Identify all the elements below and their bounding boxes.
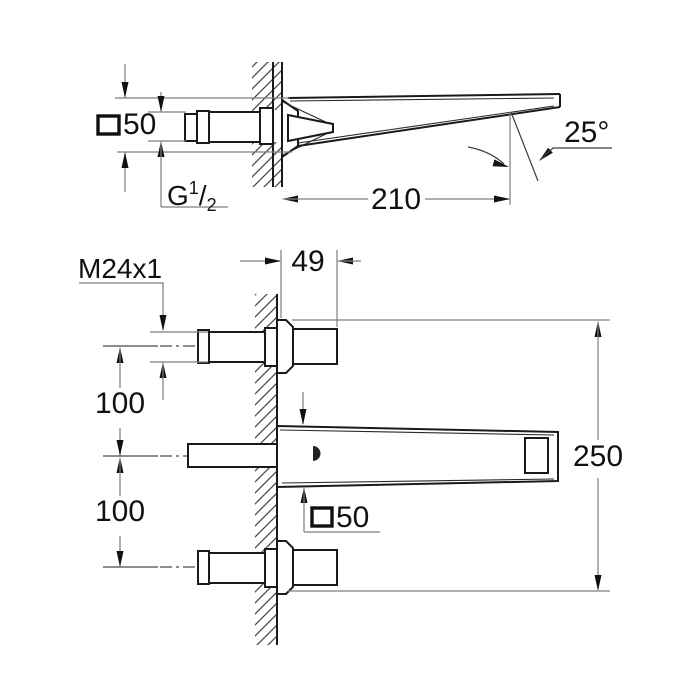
- dim-thread-g12: G1/2: [148, 92, 228, 215]
- spout-body: [276, 424, 559, 489]
- dim-label-50: 50: [123, 108, 156, 141]
- valve-wall-block: [264, 327, 278, 367]
- dim-square-50-front: 50: [299, 392, 380, 534]
- spout-top-edge: [287, 93, 561, 99]
- dim-label-210: 210: [371, 183, 421, 216]
- shank-wall-block: [259, 107, 274, 145]
- arrowhead-down: [121, 82, 129, 98]
- dim-spacing-100-100: 100 100: [95, 347, 158, 568]
- thread-label-m24: M24x1: [78, 253, 162, 284]
- dim-label-100-lower: 100: [95, 495, 145, 528]
- spout-bottom-edge: [297, 106, 561, 147]
- dim-label-100-upper: 100: [95, 387, 145, 420]
- square-symbol: [96, 114, 121, 136]
- dim-label-25deg: 25°: [564, 116, 609, 149]
- square-symbol: [310, 506, 334, 528]
- arrowhead-down: [594, 575, 602, 591]
- angle-reference-line: [510, 111, 539, 182]
- arrowhead-down: [299, 409, 307, 425]
- top-view: 50 G1/2 210 25°: [96, 62, 612, 216]
- arrowhead-down: [116, 440, 124, 456]
- aerator-cone: [287, 113, 334, 143]
- arrowhead-right: [265, 257, 281, 265]
- angle-arc: [467, 146, 505, 165]
- shank-collar: [196, 110, 210, 144]
- spout-bottom-inner-edge: [281, 478, 555, 484]
- valve-end-cap: [197, 550, 210, 585]
- shank-body: [208, 111, 261, 143]
- dim-label-250: 250: [573, 440, 623, 473]
- spout-shank: [184, 107, 283, 145]
- lower-valve: [160, 540, 338, 595]
- valve-wall-block: [264, 548, 278, 588]
- arrowhead-down: [159, 315, 167, 331]
- dim-handle-depth-49: 49: [240, 245, 361, 327]
- escutcheon: [276, 540, 294, 595]
- spout-top-inner-edge: [289, 97, 555, 102]
- dim-angle-25: 25°: [467, 111, 612, 182]
- spout-detail-notch: [313, 446, 321, 461]
- spout-inlet-pipe: [187, 443, 278, 468]
- dim-thread-m24: M24x1: [78, 253, 208, 400]
- dim-overall-height-250: 250: [288, 319, 623, 592]
- wall-pass-through: [272, 110, 283, 142]
- spout-top-inner-edge: [279, 429, 555, 436]
- arc-arrowhead: [492, 159, 509, 167]
- arrowhead-up: [121, 152, 129, 168]
- handle: [292, 549, 338, 586]
- spout-side-profile: [281, 93, 561, 159]
- leader-line: [540, 147, 612, 160]
- escutcheon: [276, 319, 294, 374]
- thread-label-g12: G1/2: [167, 178, 217, 215]
- dim-label-50: 50: [336, 501, 369, 534]
- spout-outlet: [524, 437, 549, 474]
- front-view: M24x1 49 100: [78, 245, 623, 645]
- arrowhead-down: [157, 96, 165, 112]
- valve-body: [208, 331, 266, 363]
- valve-end-cap: [197, 329, 210, 364]
- upper-valve: [103, 319, 338, 374]
- dim-square-50-top: 50: [96, 64, 292, 192]
- dim-label-49: 49: [291, 245, 324, 278]
- spout-elevation: [160, 424, 559, 489]
- dim-projection-210: 210: [282, 112, 511, 216]
- shank-end-cap: [184, 113, 198, 142]
- arrowhead-right: [494, 195, 510, 203]
- handle: [292, 328, 338, 365]
- cone-edge-lower: [282, 130, 333, 156]
- arrowhead-down: [116, 551, 124, 567]
- valve-body: [208, 552, 266, 584]
